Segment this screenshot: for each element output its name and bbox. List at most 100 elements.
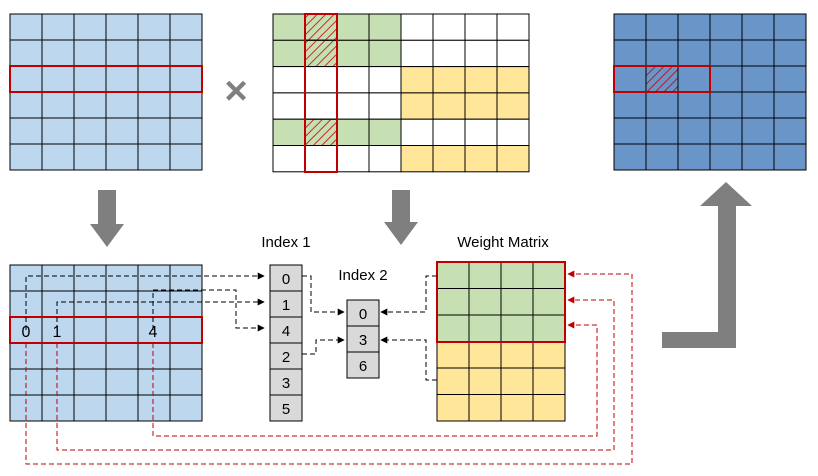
grid-cell: [400, 66, 434, 94]
grid-cell: [336, 66, 370, 94]
grid-cell: [169, 39, 203, 67]
hatched-cell: [304, 13, 338, 41]
grid-cell: [400, 92, 434, 120]
grid-cell: [645, 143, 679, 171]
grid-cell: [709, 143, 743, 171]
grid-cell: [468, 394, 502, 422]
grid-cell: [645, 117, 679, 145]
row-marker-1: 1: [53, 324, 62, 341]
grid-cell: [500, 314, 534, 342]
grid-cell: [432, 118, 466, 146]
grid-cell: [432, 92, 466, 120]
grid-cell: [73, 91, 107, 119]
grid-cell: [137, 316, 171, 344]
index1-cell: [269, 368, 303, 396]
grid-cell: [105, 316, 139, 344]
grid-cell: [272, 39, 306, 68]
grid-cell: [9, 13, 43, 41]
grid-cell: [677, 117, 711, 145]
grid-cell: [709, 39, 743, 67]
down-arrow-middle: [384, 190, 418, 245]
grid-cell: [272, 13, 306, 41]
grid-cell: [496, 118, 530, 146]
grid-cell: [741, 91, 775, 119]
grid-cell: [368, 39, 402, 68]
grid-cell: [613, 143, 647, 171]
grid-cell: [436, 314, 470, 342]
selected-row-highlight: [9, 65, 203, 93]
grid-cell: [773, 117, 807, 145]
weight-block-highlight: [436, 261, 566, 343]
grid-cell: [105, 342, 139, 370]
grid-cell: [677, 39, 711, 67]
grid-cell: [304, 92, 338, 120]
row-marker-4: 4: [149, 324, 158, 341]
grid-cell: [9, 65, 43, 93]
grid-cell: [532, 261, 566, 289]
grid-cell: [41, 13, 75, 41]
index1-title: Index 1: [261, 234, 310, 251]
grid-cell: [272, 92, 306, 120]
grid-cell: [137, 143, 171, 171]
output-matrix-top-right: [613, 13, 807, 171]
index1-value: 2: [282, 349, 290, 366]
grid-cell: [9, 91, 43, 119]
grid-cell: [741, 39, 775, 67]
grid-cell: [105, 143, 139, 171]
index2-value: 3: [359, 332, 367, 349]
grid-cell: [432, 145, 466, 173]
grid-cell: [73, 264, 107, 292]
grid-cell: [432, 66, 466, 94]
grid-cell: [169, 65, 203, 93]
grid-cell: [613, 13, 647, 41]
grid-cell: [169, 91, 203, 119]
grid-cell: [613, 117, 647, 145]
grid-cell: [41, 290, 75, 318]
grid-cell: [677, 91, 711, 119]
grid-cell: [41, 342, 75, 370]
grid-cell: [9, 39, 43, 67]
index2-column: 036: [346, 299, 380, 379]
grid-cell: [645, 39, 679, 67]
grid-cell: [464, 39, 498, 68]
grid-cell: [500, 367, 534, 395]
grid-cell: [709, 91, 743, 119]
grid-cell: [368, 145, 402, 173]
grid-cell: [368, 92, 402, 120]
grid-cell: [105, 290, 139, 318]
index2-value: 0: [359, 306, 367, 323]
grid-cell: [137, 342, 171, 370]
grid-cell: [532, 288, 566, 316]
grid-cell: [773, 143, 807, 171]
index1-value: 0: [282, 271, 290, 288]
grid-cell: [677, 65, 711, 93]
weight-matrix-title: Weight Matrix: [457, 234, 549, 251]
grid-cell: [272, 118, 306, 146]
grid-cell: [41, 143, 75, 171]
input-matrix-top-left: [9, 13, 203, 171]
bottom-row-highlight: [9, 316, 203, 344]
grid-cell: [368, 66, 402, 94]
grid-cell: [613, 39, 647, 67]
index1-value: 4: [282, 323, 290, 340]
selected-column-highlight: [304, 13, 338, 173]
grid-cell: [105, 39, 139, 67]
grid-cell: [773, 91, 807, 119]
grid-cell: [468, 261, 502, 289]
grid-cell: [137, 290, 171, 318]
grid-cell: [532, 314, 566, 342]
grid-cell: [468, 288, 502, 316]
grid-cell: [464, 92, 498, 120]
grid-cell: [105, 264, 139, 292]
grid-cell: [41, 394, 75, 422]
grid-cell: [105, 91, 139, 119]
grid-cell: [496, 145, 530, 173]
grid-cell: [464, 13, 498, 41]
grid-cell: [73, 65, 107, 93]
grid-cell: [773, 65, 807, 93]
grid-cell: [73, 290, 107, 318]
grid-cell: [169, 290, 203, 318]
grid-cell: [73, 143, 107, 171]
